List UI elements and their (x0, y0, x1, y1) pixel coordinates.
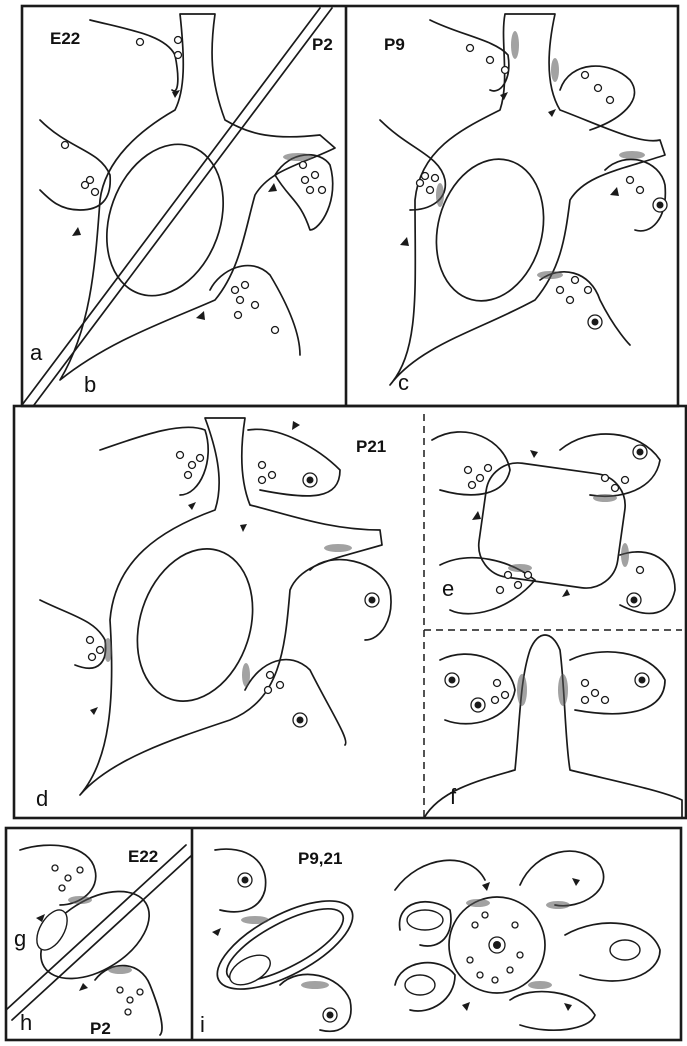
panel-gh: E22 P2 g h (6, 845, 192, 1038)
capillary-lumen (87, 128, 244, 312)
stage-label-p9: P9 (384, 35, 405, 54)
panel-label-i: i (200, 1012, 205, 1037)
ef-dashed-divider (424, 414, 682, 818)
arrowheads-i-left (212, 928, 221, 936)
terminal-bottom (540, 272, 630, 345)
rosette-terminal-top-right (520, 851, 604, 906)
densities-e (508, 494, 629, 572)
middle-row-frame (14, 406, 686, 818)
arrowheads-e (472, 450, 570, 597)
densities-f (517, 674, 568, 706)
terminal-upper-right (560, 66, 634, 130)
panel-i: P9,21 i (200, 849, 660, 1037)
terminal-top (20, 845, 96, 905)
panel-f: f (424, 635, 682, 818)
stage-label-p2: P2 (312, 35, 333, 54)
stage-label-p9-21: P9,21 (298, 849, 342, 868)
rosette-terminal-bottom-right (510, 992, 595, 1031)
density-ab (283, 153, 313, 161)
panel-label-e: e (442, 576, 454, 601)
panel-c: P9 c (380, 14, 667, 395)
panel-label-d: d (36, 786, 48, 811)
rosette-terminal-top-left (395, 860, 485, 890)
dense-core-vesicles-f (445, 673, 649, 712)
panel-label-g: g (14, 926, 26, 951)
stage-label-e22-bottom: E22 (128, 847, 158, 866)
stage-label-p21: P21 (356, 437, 386, 456)
capillary-lumen (119, 534, 272, 716)
panel-d: P21 d (36, 418, 391, 811)
vesicles-f (492, 680, 609, 704)
section-line-outer (6, 845, 186, 1010)
glial-endfoot (424, 635, 682, 818)
stage-label-p2-bottom: P2 (90, 1019, 111, 1038)
terminal-bottom (210, 266, 300, 355)
dense-core (493, 941, 501, 949)
vesicles-gh (52, 865, 143, 1015)
arrowheads-i-rosette (462, 878, 580, 1011)
terminal-top (430, 20, 509, 91)
panel-label-b: b (84, 372, 96, 397)
dense-core-vesicles-e (627, 445, 647, 607)
panel-ab: E22 P2 a b (22, 8, 335, 405)
terminal-left (380, 120, 445, 210)
panel-label-f: f (450, 784, 457, 809)
section-line-outer (22, 8, 320, 405)
terminal-left (440, 654, 515, 724)
terminal-top (90, 20, 178, 91)
bottom-row-frame (6, 828, 681, 1040)
panel-e: e (432, 432, 675, 614)
dense-core-vesicles-c (588, 198, 667, 329)
stage-label-e22: E22 (50, 29, 80, 48)
panel-label-c: c (398, 370, 409, 395)
terminal-top-right (560, 434, 660, 496)
dense-core-vesicles-d (293, 473, 379, 727)
panel-label-h: h (20, 1010, 32, 1035)
terminal-bottom (245, 660, 346, 745)
densities-gh (68, 896, 132, 974)
panel-label-a: a (30, 340, 43, 365)
panel-frames (6, 6, 686, 1040)
